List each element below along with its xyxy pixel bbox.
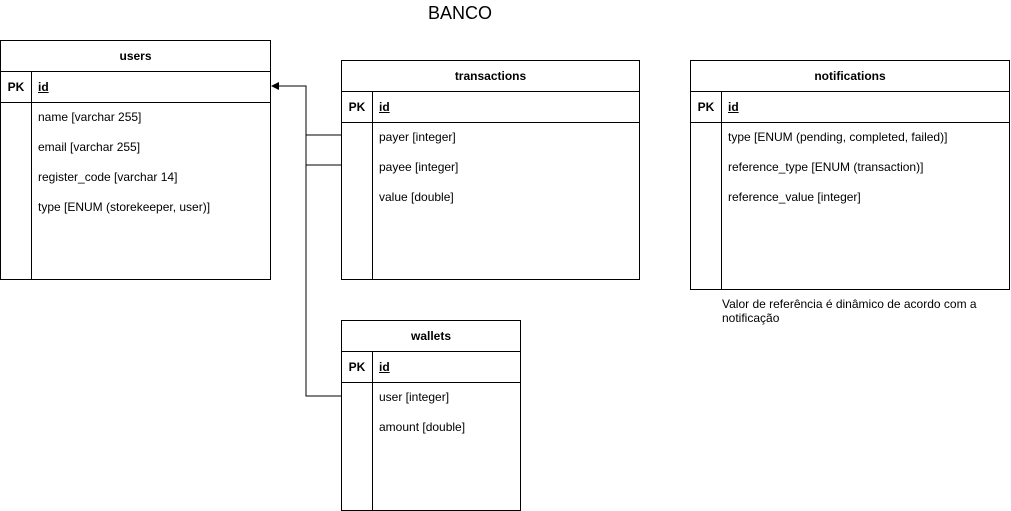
- entity-users[interactable]: users PK id name [varchar 255] email [va…: [0, 40, 271, 280]
- entity-users-header: users: [1, 41, 270, 72]
- entity-transactions[interactable]: transactions PK id payer [integer] payee…: [341, 60, 640, 280]
- field-reference-value: reference_value [integer]: [728, 190, 861, 204]
- pk-field: id: [379, 360, 390, 374]
- field-payer: payer [integer]: [379, 130, 456, 144]
- entity-notifications-pk-row: PK id: [691, 92, 1009, 123]
- notifications-note: Valor de referência é dinâmico de acordo…: [722, 297, 977, 325]
- entity-transactions-pk-row: PK id: [342, 92, 639, 123]
- entity-wallets-pk-row: PK id: [342, 352, 520, 383]
- entity-notifications[interactable]: notifications PK id type [ENUM (pending,…: [690, 60, 1010, 290]
- field-user: user [integer]: [379, 390, 450, 404]
- pk-field: id: [38, 80, 49, 94]
- entity-transactions-divider: [372, 92, 373, 279]
- entity-users-divider: [31, 72, 32, 279]
- pk-label: PK: [348, 360, 366, 374]
- entity-transactions-header: transactions: [342, 61, 639, 92]
- connector-payee-users: [305, 135, 341, 166]
- field-email: email [varchar 255]: [38, 140, 141, 154]
- entity-notifications-header: notifications: [691, 61, 1009, 92]
- pk-field: id: [728, 100, 739, 114]
- pk-label: PK: [348, 100, 366, 114]
- entity-wallets-header: wallets: [342, 321, 520, 352]
- field-payee: payee [integer]: [379, 160, 459, 174]
- pk-label: PK: [697, 100, 715, 114]
- connector-arrowhead: [271, 82, 279, 90]
- field-amount: amount [double]: [379, 420, 466, 434]
- field-register-code: register_code [varchar 14]: [38, 170, 178, 184]
- field-name: name [varchar 255]: [38, 110, 142, 124]
- connector-wallets-users: [305, 165, 341, 397]
- field-type: type [ENUM (storekeeper, user)]: [38, 200, 211, 214]
- field-reference-type: reference_type [ENUM (transaction)]: [728, 160, 924, 174]
- field-type: type [ENUM (pending, completed, failed)]: [728, 130, 948, 144]
- pk-field: id: [379, 100, 390, 114]
- entity-notifications-divider: [721, 92, 722, 289]
- field-value: value [double]: [379, 190, 454, 204]
- connector-payer-users: [274, 85, 341, 136]
- diagram-title: BANCO: [427, 3, 492, 23]
- entity-users-pk-row: PK id: [1, 72, 270, 103]
- entity-wallets-divider: [372, 352, 373, 510]
- pk-label: PK: [7, 80, 25, 94]
- entity-wallets[interactable]: wallets PK id user [integer] amount [dou…: [341, 320, 521, 511]
